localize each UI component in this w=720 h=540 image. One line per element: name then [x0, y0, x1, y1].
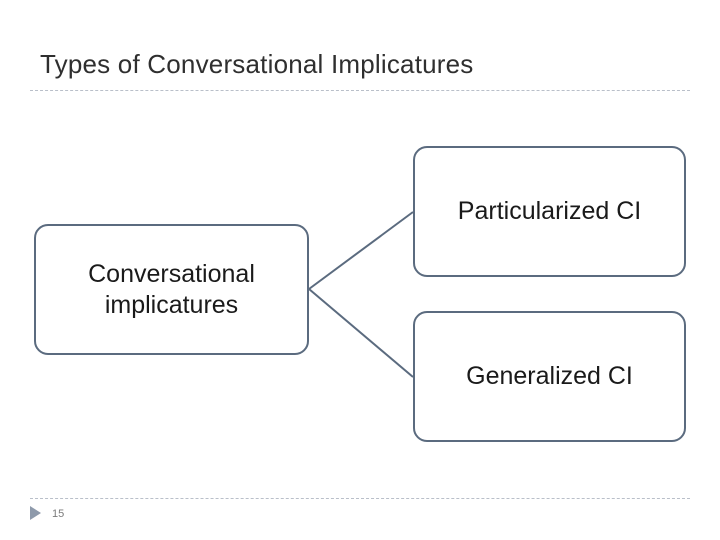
- node-label: Particularized CI: [457, 197, 642, 225]
- node-label: Conversational implicatures: [88, 259, 255, 319]
- connector-root-to-particularized: [308, 211, 414, 290]
- node-generalized-ci[interactable]: Generalized CI: [413, 311, 686, 442]
- connector-root-to-generalized: [308, 288, 414, 378]
- title-divider-top: [30, 90, 690, 91]
- node-particularized-ci[interactable]: Particularized CI: [413, 146, 686, 277]
- node-label: Generalized CI: [466, 362, 633, 390]
- triangle-right-icon: [30, 506, 41, 520]
- page-title: Types of Conversational Implicatures: [40, 49, 474, 79]
- node-conversational-implicatures[interactable]: Conversational implicatures: [34, 224, 309, 355]
- footer-divider: [30, 498, 690, 499]
- page-number: 15: [52, 508, 65, 520]
